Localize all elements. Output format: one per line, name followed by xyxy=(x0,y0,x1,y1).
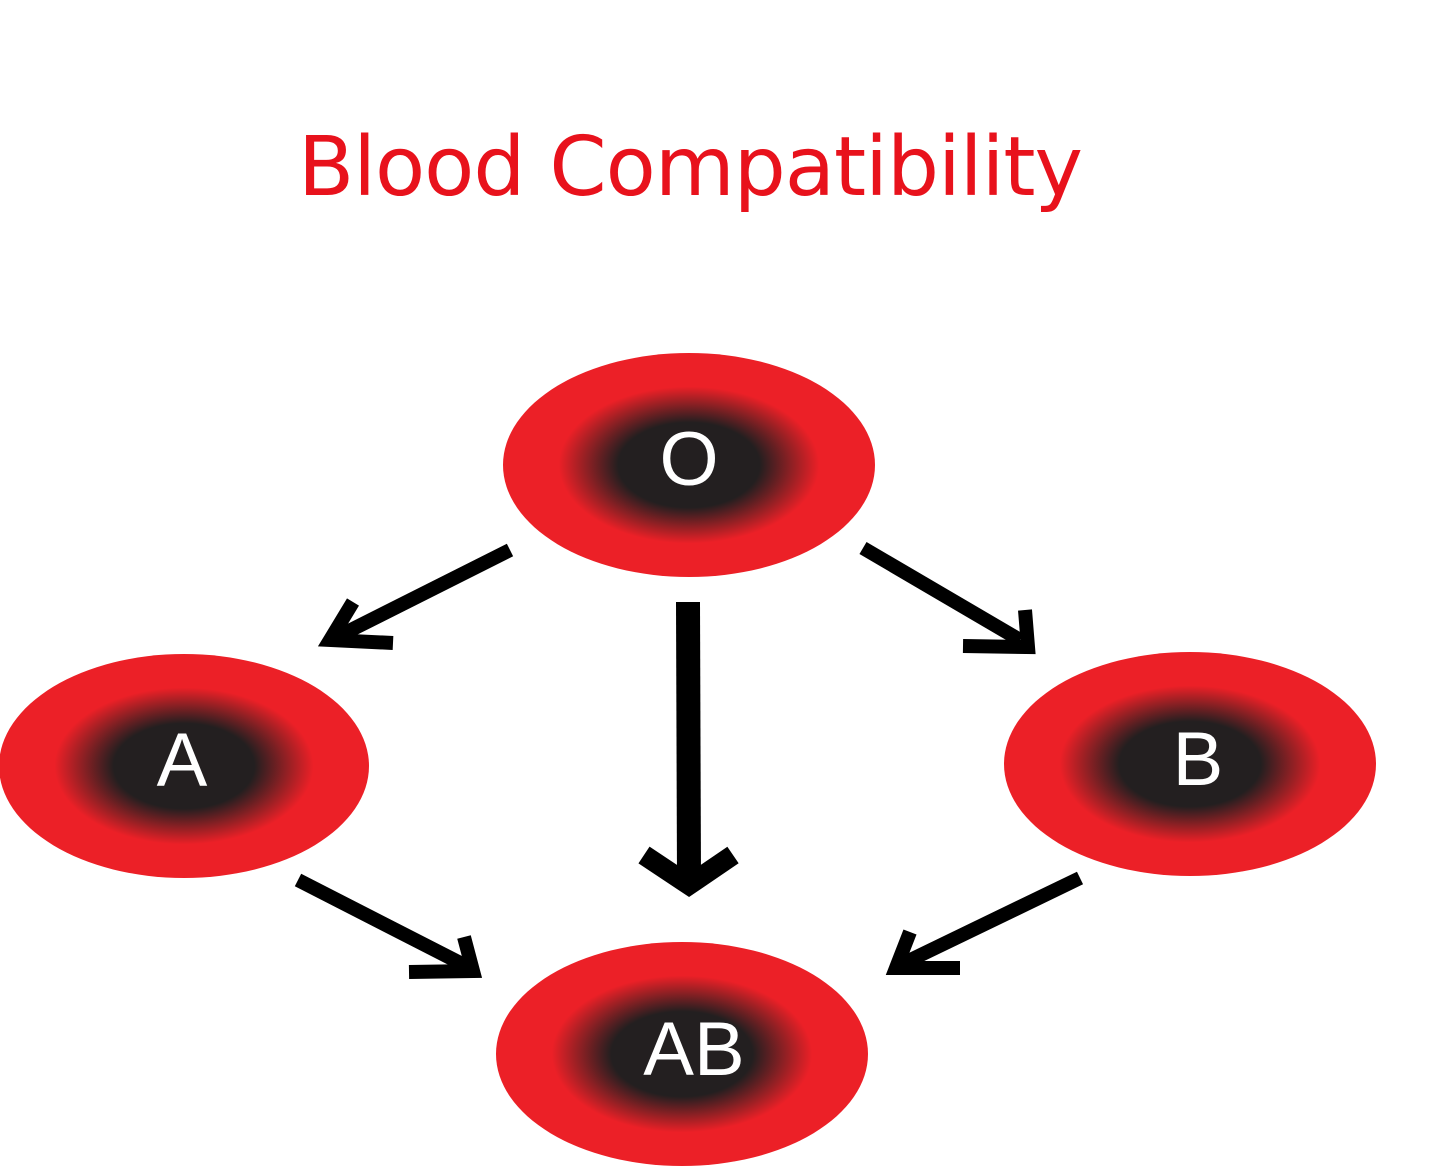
edge-O-to-AB xyxy=(638,601,739,898)
node-label-B: B xyxy=(1173,717,1224,802)
node-label-AB: AB xyxy=(643,1007,744,1092)
node-label-A: A xyxy=(157,718,208,803)
nodes-group: O A B AB xyxy=(0,353,1376,1166)
blood-cell-B xyxy=(1004,652,1376,876)
node-O: O xyxy=(503,353,875,577)
blood-cell-A xyxy=(0,654,369,878)
edge-A-to-AB xyxy=(294,873,483,979)
node-label-O: O xyxy=(659,417,718,502)
node-A: A xyxy=(0,654,369,878)
node-B: B xyxy=(1004,652,1376,876)
edge-O-to-A xyxy=(317,543,514,650)
diagram-title: Blood Compatibility xyxy=(297,120,1083,215)
blood-cell-O xyxy=(503,353,875,577)
edge-O-to-B xyxy=(859,541,1036,655)
blood-cell-AB xyxy=(496,942,868,1166)
node-AB: AB xyxy=(496,942,868,1166)
edges-group xyxy=(294,541,1084,979)
edge-B-to-AB xyxy=(885,871,1084,975)
